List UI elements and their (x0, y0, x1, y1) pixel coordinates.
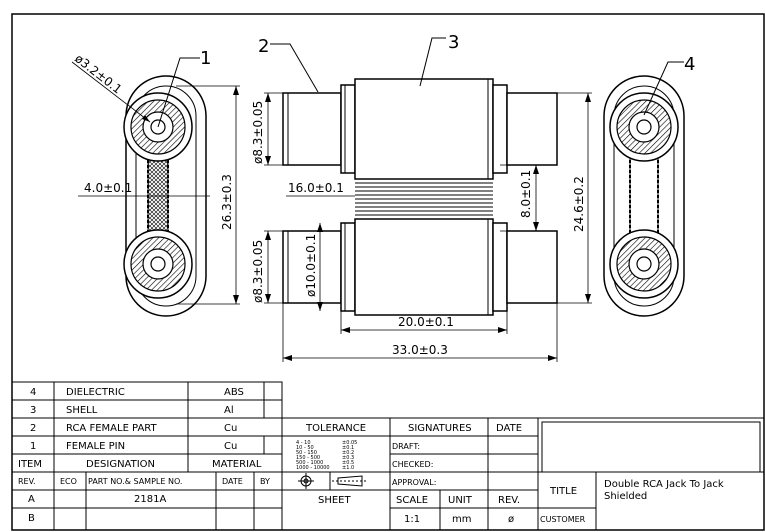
approval-label: APPROVAL: (392, 478, 436, 487)
bom-desig-2: RCA FEMALE PART (66, 423, 158, 434)
checked-label: CHECKED: (392, 460, 433, 469)
bom-mat-1: Cu (224, 441, 237, 452)
tol-val-5: ±1.0 (342, 465, 354, 471)
rev-header-eco: ECO (60, 477, 77, 486)
tol-val-1: ±0.1 (342, 445, 354, 451)
dim-height-246: 24.6±0.2 (572, 176, 586, 232)
tol-range-3: 150 - 500 (296, 455, 320, 461)
tol-val-3: ±0.3 (342, 455, 354, 461)
dim-gap-8: 8.0±0.1 (519, 170, 533, 218)
left-end-view (71, 57, 240, 317)
signatures-title: SIGNATURES (408, 423, 472, 434)
tol-val-4: ±0.5 (342, 460, 354, 466)
side-view (264, 37, 592, 362)
dim-hole-dia: ø3.2±0.1 (72, 51, 124, 96)
dim-bottom-dia: ø8.3±0.05 (251, 240, 265, 303)
tol-range-1: 10 - 50 (296, 445, 314, 451)
rev-header-date: DATE (222, 477, 243, 486)
rev-b: B (28, 513, 35, 524)
dim-length-33: 33.0±0.3 (392, 343, 448, 357)
dim-inner-dia: ø10.0±0.1 (304, 234, 318, 297)
callout-3: 3 (448, 32, 459, 53)
unit-label: UNIT (448, 495, 473, 506)
rev-a-part: 2181A (134, 494, 166, 505)
tol-val-0: ±0.05 (342, 440, 357, 446)
tol-range-2: 50 - 150 (296, 450, 317, 456)
dim-front-height: 26.3±0.3 (220, 174, 234, 230)
tol-val-2: ±0.2 (342, 450, 354, 456)
bom-mat-4: ABS (224, 387, 244, 398)
rev-header-part: PART NO.& SAMPLE NO. (88, 477, 182, 486)
dim-web-width: 4.0±0.1 (84, 181, 132, 195)
rev-header-rev: REV. (18, 477, 36, 486)
title-value-line2: Shielded (604, 491, 647, 502)
tol-range-5: 1000 - 10000 (296, 465, 330, 471)
projection-symbol-icon (298, 473, 368, 489)
tolerance-table: 4 - 10 10 - 50 50 - 150 150 - 500 500 - … (296, 440, 357, 471)
bom-header-designation: DESIGNATION (86, 459, 155, 470)
callout-1: 1 (200, 48, 211, 69)
unit-value: mm (452, 514, 471, 525)
title-value-line1: Double RCA Jack To Jack (604, 479, 724, 490)
rev-label: REV. (498, 495, 520, 506)
bom-mat-2: Cu (224, 423, 237, 434)
bom-header-material: MATERIAL (212, 459, 262, 470)
bom-item-2: 2 (30, 423, 36, 434)
dim-length-20: 20.0±0.1 (398, 315, 454, 329)
bom-item-3: 3 (30, 405, 36, 416)
callout-4: 4 (684, 54, 695, 75)
tolerance-title: TOLERANCE (305, 423, 366, 434)
dim-width-16: 16.0±0.1 (288, 181, 344, 195)
bom-desig-3: SHELL (66, 405, 98, 416)
rev-header-by: BY (260, 477, 270, 486)
bom-item-4: 4 (30, 387, 36, 398)
bom-desig-4: DIELECTRIC (66, 387, 125, 398)
right-end-view (603, 61, 685, 317)
callout-2: 2 (258, 36, 269, 57)
bom-mat-3: Al (224, 405, 234, 416)
title-label: TITLE (549, 486, 577, 497)
title-block-lines (11, 381, 765, 531)
draft-label: DRAFT: (392, 442, 420, 451)
tol-range-4: 500 - 1000 (296, 460, 323, 466)
scale-value: 1:1 (404, 514, 420, 525)
rev-a: A (28, 494, 35, 505)
rev-value: ø (508, 514, 514, 525)
customer-label: CUSTOMER (540, 515, 586, 524)
tol-range-0: 4 - 10 (296, 440, 311, 446)
signatures-date-label: DATE (496, 423, 522, 434)
bom-item-1: 1 (30, 441, 36, 452)
dim-top-dia: ø8.3±0.05 (251, 101, 265, 164)
scale-label: SCALE (396, 495, 428, 506)
bom-desig-1: FEMALE PIN (66, 441, 125, 452)
bom-header-item: ITEM (18, 459, 42, 470)
sheet-label: SHEET (318, 495, 352, 506)
